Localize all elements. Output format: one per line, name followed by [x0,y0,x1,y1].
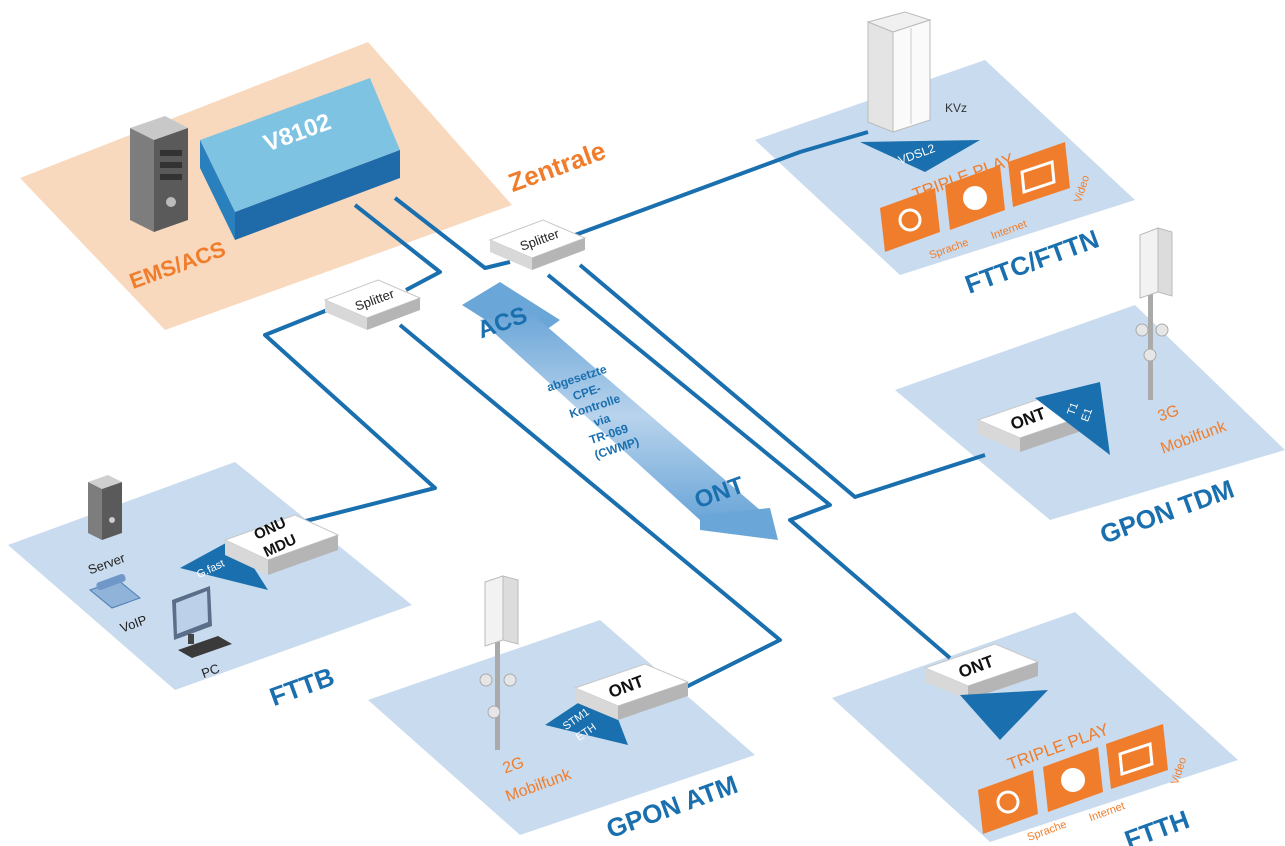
pc [172,586,232,658]
fttb-title: FTTB [266,661,339,712]
ems-acs-server [130,116,188,232]
fiber-right-splitter-to-gpon-tdm [578,263,986,499]
ftth-title: FTTH [1121,804,1194,846]
antenna-3g [1135,227,1173,400]
pc-label: PC [199,661,221,681]
fiber-right-splitter-to-ftth [546,273,952,660]
fiber-left-splitter-to-gpon-atm [398,323,782,692]
phone-icon-tile [978,770,1038,834]
globe-icon [963,186,987,210]
splitter-right [488,219,587,270]
acs-band [462,282,778,540]
gfast-arrow [180,538,268,590]
voip-phone [88,573,142,609]
fttc-services [880,142,1070,252]
onu-mdu [223,514,340,575]
phone-icon [898,208,922,232]
ftth-arrow [960,690,1048,740]
fiber-right-splitter-to-fttc [574,130,869,237]
acs-description-line: via [592,411,613,430]
fiber-olt-to-right-splitter [393,196,511,270]
tv-icon [1118,741,1154,777]
fiber-lines [263,130,986,692]
globe-icon [1061,768,1085,792]
street-cabinet [866,11,932,133]
splitter-left [323,279,422,330]
tv-icon [1020,159,1056,195]
kvz-label: KVz [945,101,967,115]
phone-icon [996,790,1020,814]
t1-label: T1 [1065,401,1081,417]
server [88,475,122,540]
vdsl2-arrow [860,140,980,172]
phone-icon-tile [880,188,940,252]
fiber-left-splitter-to-fttb [263,303,437,527]
3g-label: 3G [1156,402,1182,425]
ont-ftth [923,643,1040,700]
antenna-2g [479,575,519,750]
t1-e1-arrow [1035,382,1110,455]
2g-label: 2G [501,754,527,777]
ftth-services [978,724,1168,834]
fttc-panel [755,60,1135,275]
olt-v8102 [200,78,400,240]
e1-label: E1 [1079,407,1095,424]
ont-atm [573,663,690,720]
fiber-olt-to-left-splitter [353,203,442,292]
central-office-label: Zentrale [504,135,609,198]
